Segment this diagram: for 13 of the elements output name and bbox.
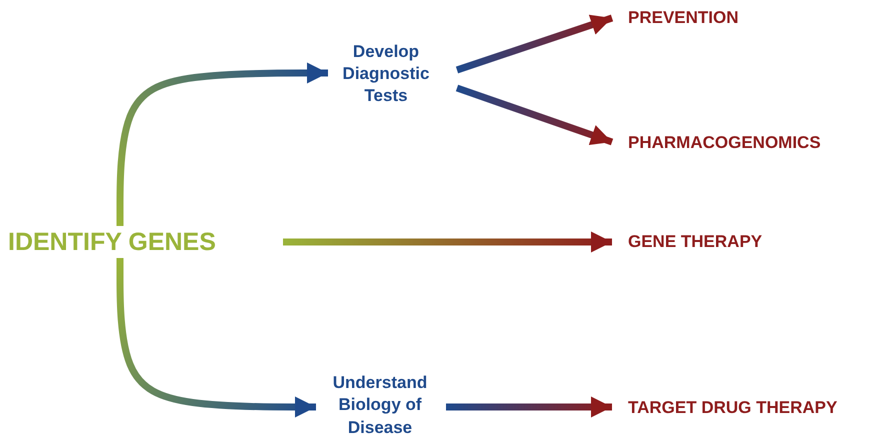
arrow (456, 84, 614, 146)
arrow (446, 396, 612, 418)
node-label: TARGET DRUG THERAPY (628, 396, 838, 419)
node-label: PREVENTION (628, 6, 739, 29)
arrow (456, 14, 614, 74)
node-label: PHARMACOGENOMICS (628, 132, 821, 154)
node-label: Develop Diagnostic Tests (342, 40, 430, 108)
arrow (116, 258, 316, 418)
node-label: GENE THERAPY (628, 230, 762, 253)
node-label: IDENTIFY GENES (8, 226, 216, 258)
arrow (116, 62, 328, 226)
arrow (283, 232, 612, 252)
node-label: Understand Biology of Disease (332, 372, 428, 439)
